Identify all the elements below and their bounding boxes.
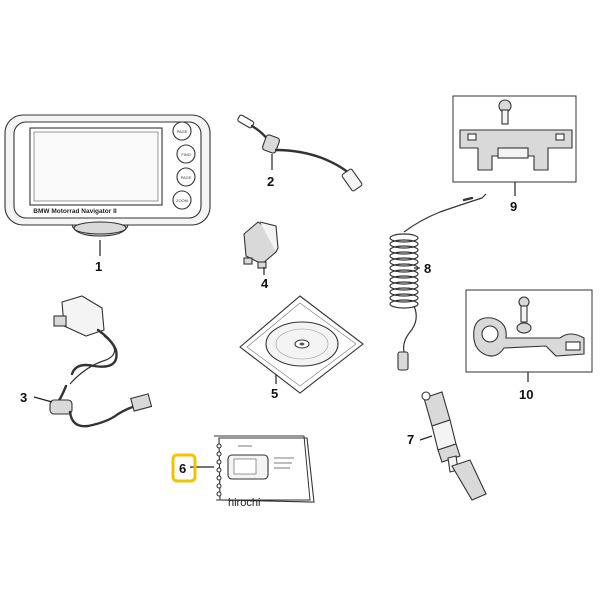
label-5: 5 — [271, 386, 278, 401]
label-6: 6 — [179, 461, 186, 476]
label-4: 4 — [261, 276, 269, 291]
part-4-plug-adapter[interactable] — [243, 221, 279, 269]
device-brand-text: BMW Motorrad Navigator II — [33, 208, 117, 215]
device-button-3-label: PAGE — [181, 175, 192, 180]
device-button-1[interactable] — [172, 121, 192, 141]
device-button-2[interactable] — [176, 144, 196, 164]
part-6-manual[interactable] — [214, 435, 315, 503]
part-8-coiled-cable[interactable] — [389, 193, 487, 371]
label-1: 1 — [95, 259, 102, 274]
device-button-3[interactable] — [176, 167, 196, 187]
device-button-1-label: PAGE — [177, 129, 188, 134]
manual-binding — [216, 443, 222, 497]
part-1-navigator-device[interactable]: PAGE FIND PAGE ZOOM BMW Motorrad Navigat… — [4, 114, 211, 237]
cable-coil — [389, 233, 419, 309]
label-2: 2 — [267, 174, 274, 189]
label-10: 10 — [519, 387, 533, 402]
device-button-4-label: ZOOM — [176, 198, 188, 203]
label-3: 3 — [20, 390, 27, 405]
part-7-stylus[interactable] — [421, 391, 487, 501]
device-button-2-label: FIND — [181, 152, 190, 157]
part-9-bracket[interactable] — [452, 95, 577, 183]
part-3-power-adapter[interactable] — [49, 295, 153, 428]
part-2-usb-cable[interactable] — [237, 114, 363, 192]
label-8: 8 — [424, 261, 431, 276]
device-button-4[interactable] — [172, 190, 192, 210]
part-5-cd-sleeve[interactable] — [239, 295, 364, 394]
watermark: hirochi — [228, 497, 260, 509]
label-6-highlight — [171, 453, 197, 483]
label-9: 9 — [510, 199, 517, 214]
part-10-clamp-bracket[interactable] — [465, 289, 593, 373]
label-7: 7 — [407, 432, 414, 447]
